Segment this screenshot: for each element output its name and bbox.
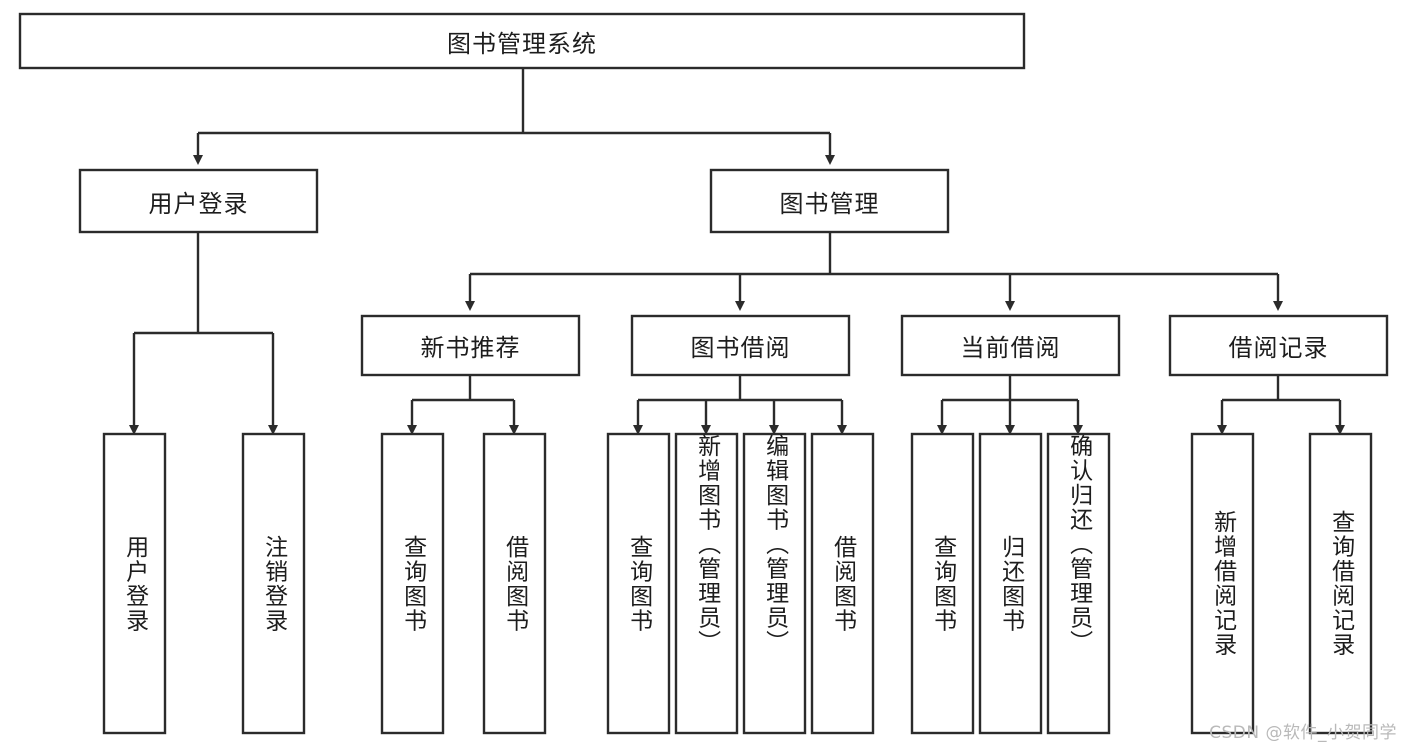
leaf-box-current-borrow-1[interactable] <box>978 432 1043 735</box>
node-user-login[interactable] <box>78 168 319 234</box>
node-current-borrow[interactable] <box>900 314 1121 377</box>
leaf-box-user-login-1[interactable] <box>241 432 306 735</box>
leaf-box-book-borrow-3[interactable] <box>810 432 875 735</box>
leaf-box-book-borrow-0[interactable] <box>606 432 671 735</box>
leaf-box-new-book-1[interactable] <box>482 432 547 735</box>
node-book-manage[interactable] <box>709 168 950 234</box>
node-new-book-recommend[interactable] <box>360 314 581 377</box>
leaf-box-borrow-record-0[interactable] <box>1190 432 1255 735</box>
leaf-box-book-borrow-1[interactable] <box>674 432 739 735</box>
node-borrow-record[interactable] <box>1168 314 1389 377</box>
leaf-box-current-borrow-0[interactable] <box>910 432 975 735</box>
leaf-box-new-book-0[interactable] <box>380 432 445 735</box>
leaf-box-book-borrow-2[interactable] <box>742 432 807 735</box>
leaf-box-current-borrow-2[interactable] <box>1046 432 1111 735</box>
leaf-box-user-login-0[interactable] <box>102 432 167 735</box>
node-root[interactable] <box>18 12 1026 70</box>
node-book-borrow[interactable] <box>630 314 851 377</box>
leaf-box-borrow-record-1[interactable] <box>1308 432 1373 735</box>
